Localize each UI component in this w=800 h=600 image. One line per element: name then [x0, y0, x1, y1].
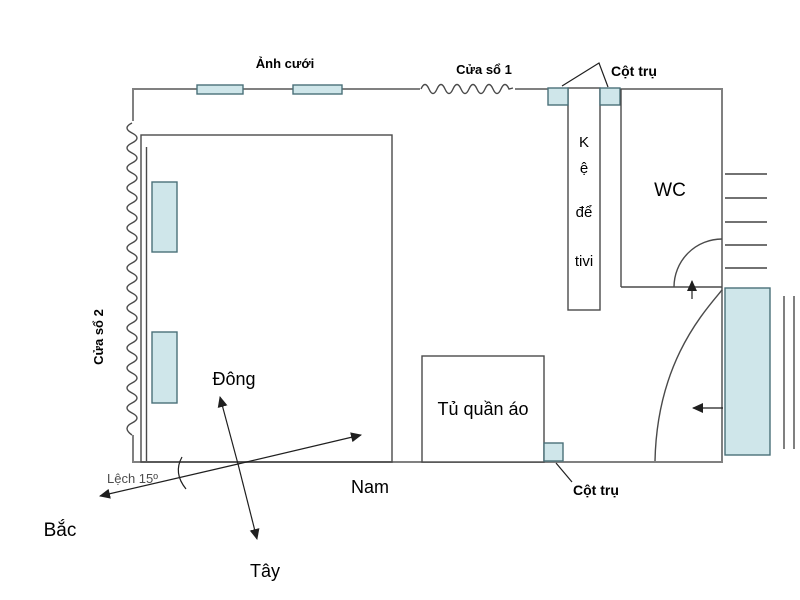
- wc-door-arc: [673, 238, 723, 288]
- compass-south-arrow: [237, 432, 362, 465]
- window1-squiggle: [420, 83, 514, 95]
- window2-wall-gap: [125, 121, 138, 435]
- left-fixture-lower: [151, 331, 178, 404]
- compass-north-label: Bắc: [44, 519, 77, 541]
- tv-shelf-label-line4: tivi: [575, 253, 593, 270]
- left-fixture-upper: [151, 181, 178, 253]
- wedding-photo-frame-1: [196, 84, 244, 95]
- pillar-top-label: Cột trụ: [611, 63, 657, 79]
- vent-lines: [725, 173, 767, 269]
- compass-west-arrow: [237, 463, 260, 540]
- wardrobe-label: Tủ quần áo: [437, 399, 528, 419]
- tv-shelf: [567, 87, 601, 311]
- compass-north-arrow: [99, 463, 239, 499]
- pillar-bottom-label: Cột trụ: [573, 482, 619, 498]
- pillar-top-left: [547, 87, 569, 106]
- window2-label: Cửa sổ 2: [91, 309, 106, 365]
- wc-label: WC: [654, 180, 686, 201]
- pillar-top-leader-line: [561, 62, 609, 88]
- tv-shelf-label-line1: K: [579, 134, 589, 151]
- window1-label: Cửa sổ 1: [456, 62, 512, 77]
- compass-east-label: Đông: [212, 369, 255, 389]
- pillar-bottom-leader-line: [555, 462, 573, 483]
- wedding-photo-frame-2: [292, 84, 343, 95]
- main-door-arc: [654, 289, 723, 462]
- tv-shelf-label-line3: để: [576, 204, 593, 221]
- compass: [99, 396, 362, 540]
- main-door-leaf: [724, 287, 771, 456]
- compass-west-label: Tây: [250, 561, 280, 581]
- compass-south-label: Nam: [351, 477, 389, 497]
- angle-note-label: Lệch 15º: [107, 471, 158, 486]
- pillar-bottom: [543, 442, 564, 462]
- window1-wall-gap: [420, 84, 515, 94]
- bed-outline: [140, 134, 393, 463]
- wardrobe: [421, 355, 545, 463]
- compass-east-arrow: [217, 396, 239, 465]
- tv-shelf-label-line2: ệ: [580, 160, 588, 177]
- pillar-top-right: [599, 87, 621, 106]
- angle-arc: [177, 456, 187, 490]
- window2-squiggle: [126, 122, 138, 436]
- wedding-photo-label: Ảnh cưới: [256, 56, 314, 71]
